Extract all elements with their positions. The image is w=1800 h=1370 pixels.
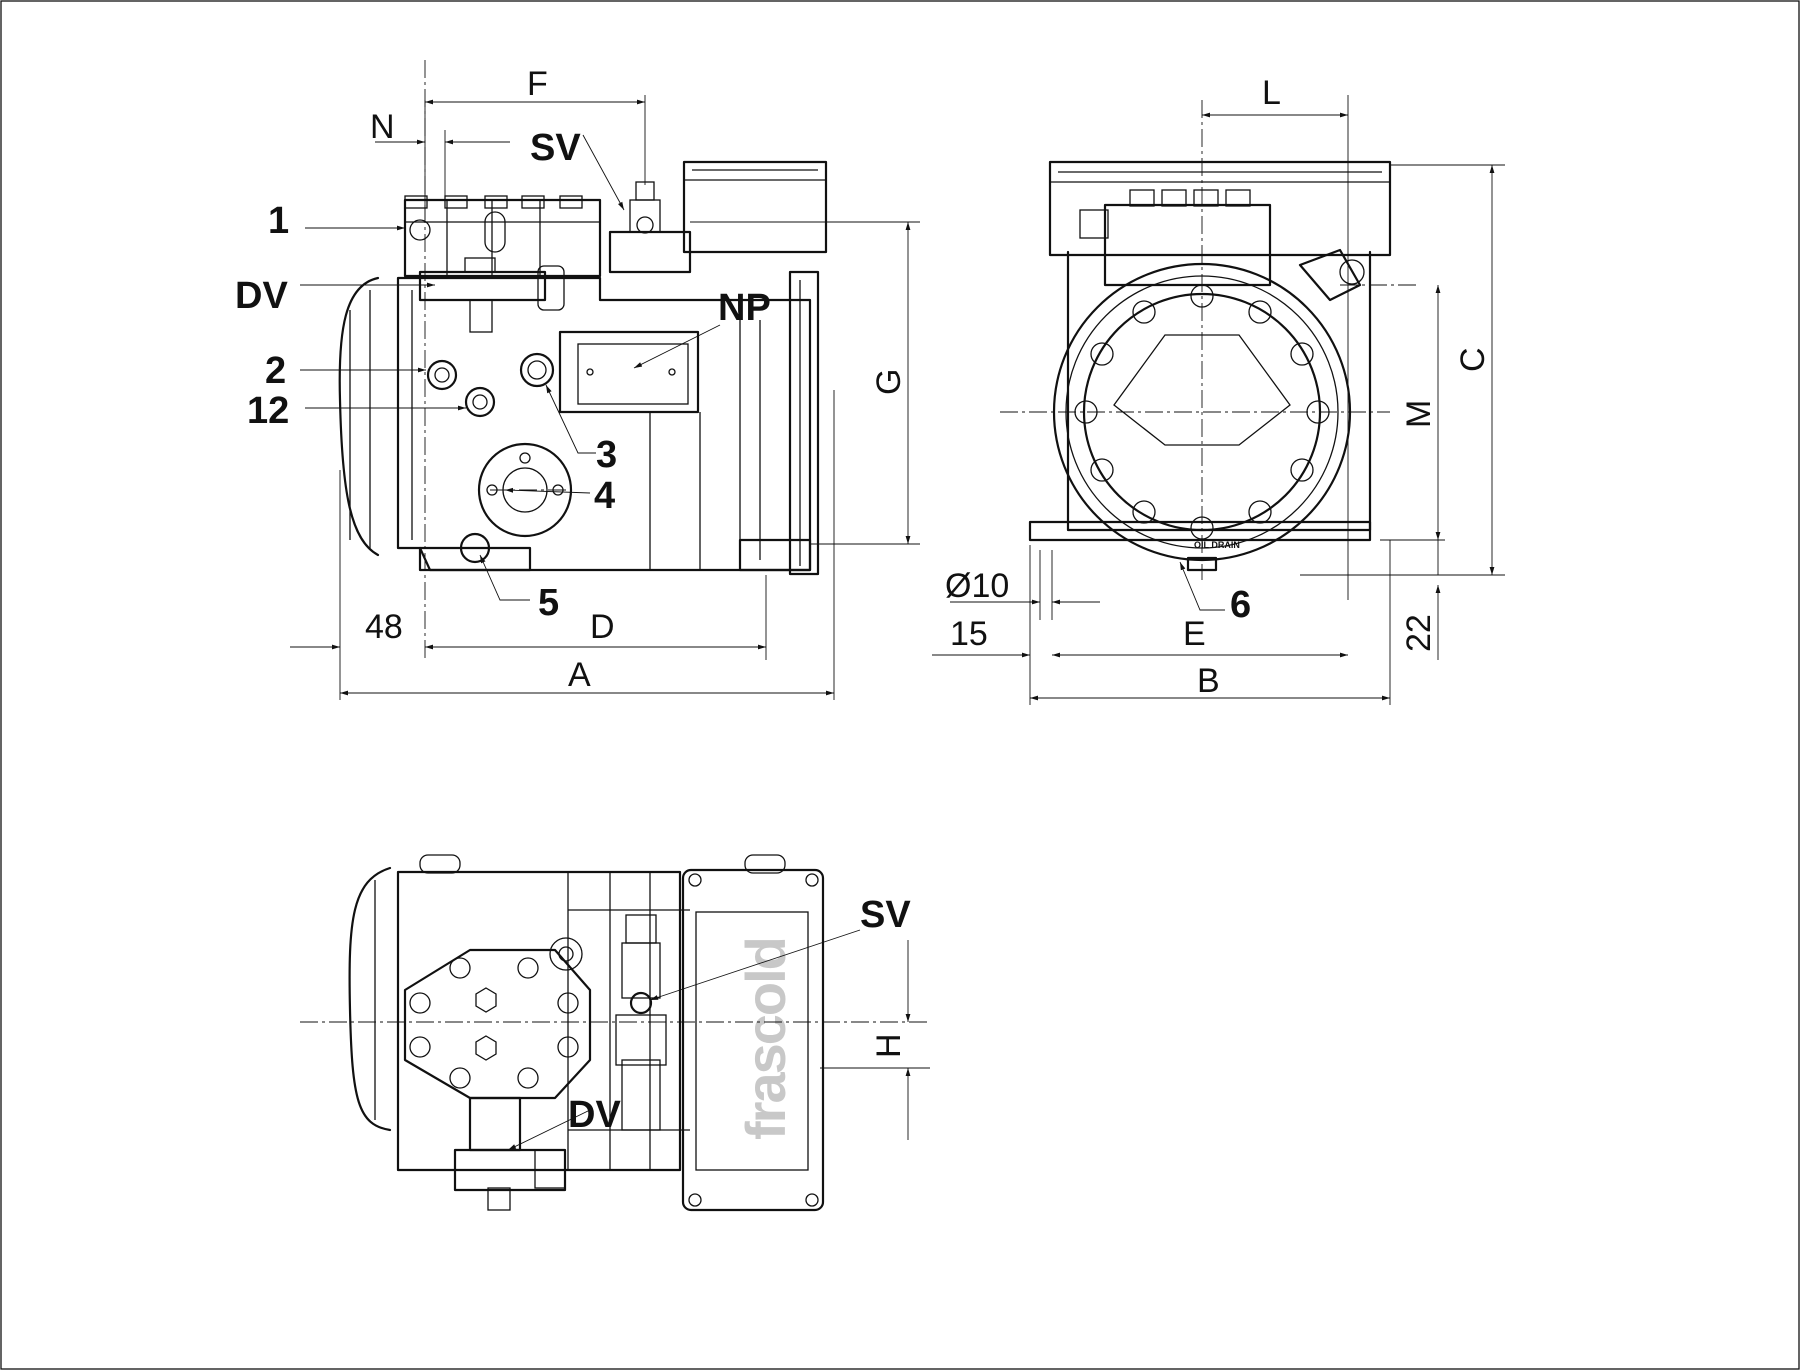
dim-label-c: C: [1454, 347, 1492, 372]
dim-label-l: L: [1262, 74, 1281, 112]
dim-label-a: A: [568, 656, 591, 694]
callout-dv-top: DV: [568, 1094, 621, 1136]
dim-label-n: N: [370, 108, 395, 146]
dim-label-f: F: [527, 65, 548, 103]
head-bolts: [404, 195, 583, 209]
leader-lines: [300, 134, 1225, 1151]
callout-1: 1: [268, 200, 289, 242]
oil-drain-label: OIL DRAIN: [1194, 540, 1240, 550]
callout-12: 12: [247, 390, 289, 432]
dim-label-m: M: [1400, 400, 1438, 428]
callout-np: NP: [718, 287, 771, 329]
dim-label-e: E: [1183, 615, 1206, 653]
callout-2: 2: [265, 350, 286, 392]
dim-label-22: 22: [1400, 614, 1438, 652]
dim-label-15: 15: [950, 615, 988, 653]
callout-5: 5: [538, 582, 559, 624]
dim-label-48: 48: [365, 608, 403, 646]
callout-sv-top: SV: [860, 894, 911, 936]
top-view: frascold: [300, 854, 930, 1212]
callout-6: 6: [1230, 584, 1251, 626]
callout-4: 4: [594, 475, 615, 517]
dimension-lines: [290, 95, 1505, 1140]
brand-logo: frascold: [734, 938, 797, 1140]
dim-label-g: G: [870, 369, 908, 395]
callout-sv-side: SV: [530, 127, 581, 169]
dim-label-phi10: Ø10: [945, 567, 1009, 605]
front-view: OIL DRAIN: [1000, 100, 1420, 580]
callout-dv-side: DV: [235, 275, 288, 317]
dim-label-b: B: [1197, 662, 1220, 700]
side-view: [338, 60, 828, 660]
dim-label-h: H: [870, 1033, 908, 1058]
dim-label-d: D: [590, 608, 615, 646]
callout-3: 3: [596, 434, 617, 476]
